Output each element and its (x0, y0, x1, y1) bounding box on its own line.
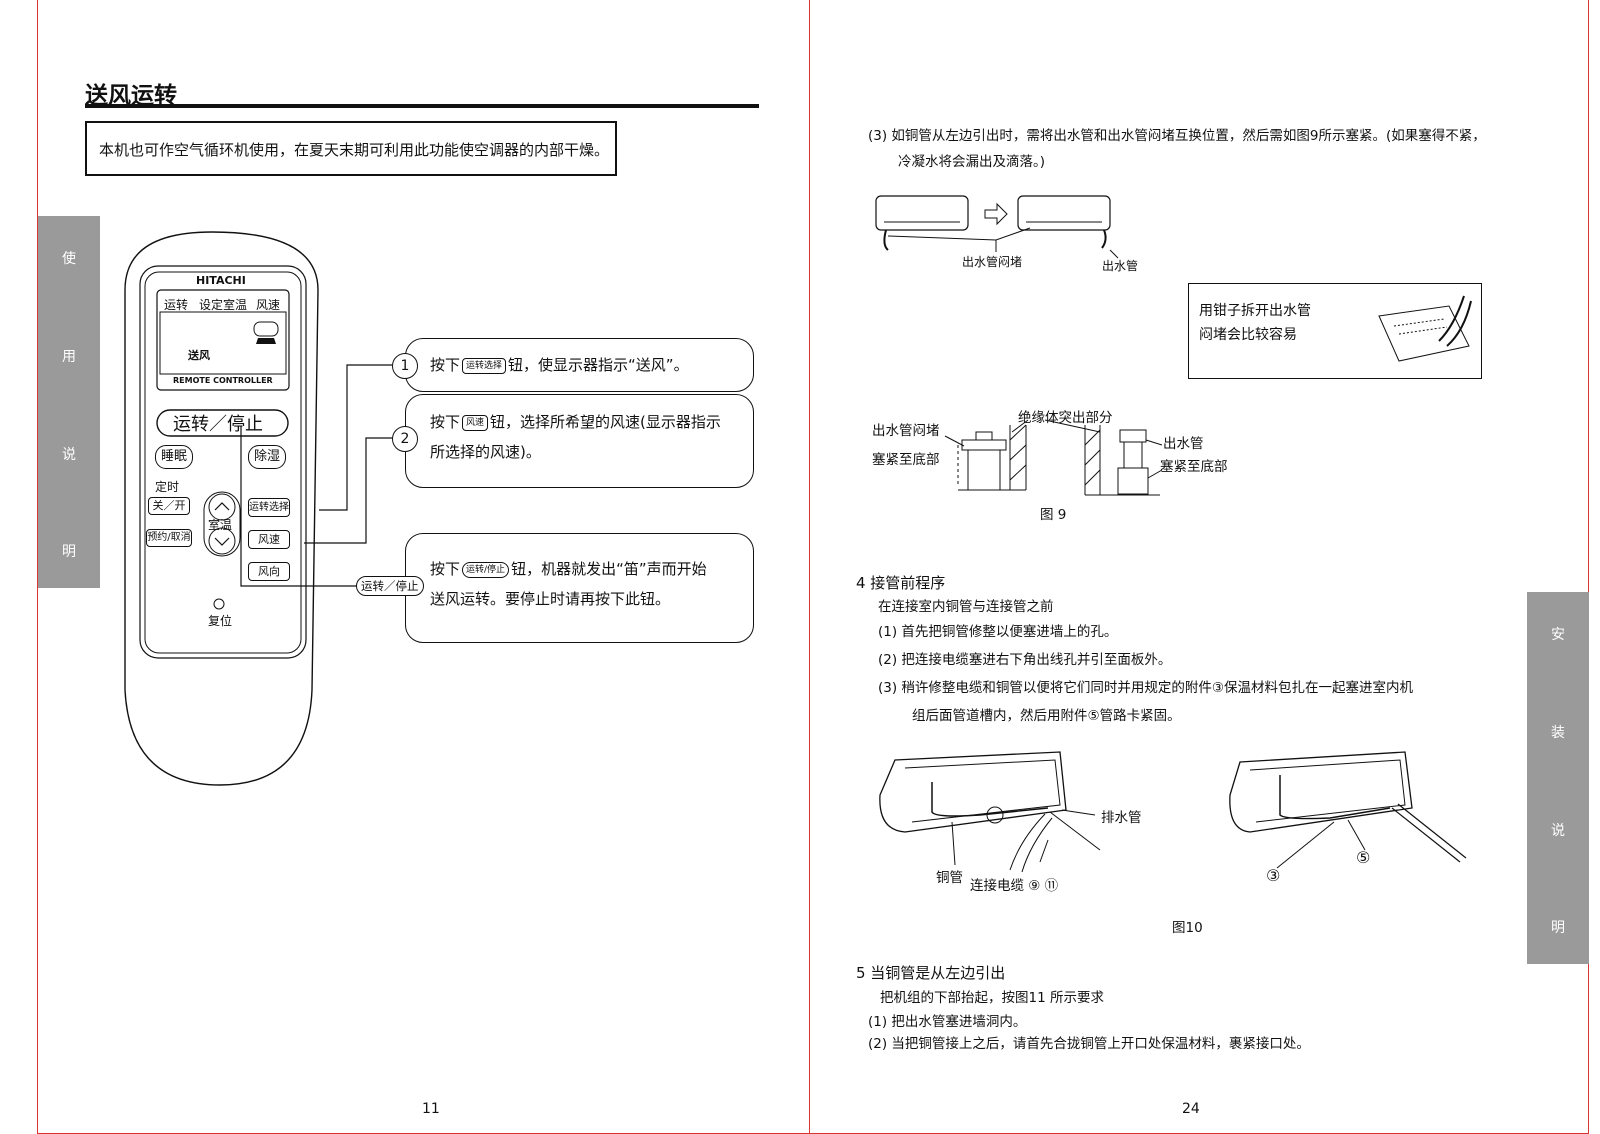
step-3-pre: 按下 (430, 560, 461, 578)
remote-fan-speed-button[interactable]: 风速 (248, 530, 290, 549)
step-1-pre: 按下 (430, 356, 461, 374)
side-tab-char: 使 (62, 251, 76, 267)
side-tab-char: 说 (62, 447, 76, 463)
remote-fan-direction-button[interactable]: 风向 (248, 562, 290, 581)
step-2-line2: 所选择的风速)。 (430, 443, 541, 461)
section4-item: (1) 首先把铜管修整以便塞进墙上的孔。 (878, 624, 1118, 640)
side-tab-char: 明 (1551, 920, 1565, 936)
fig10-five-label: ⑤ (1356, 848, 1371, 867)
fig10-caption: 图10 (1172, 920, 1203, 936)
side-tab-usage: 使 用 说 明 (38, 216, 100, 588)
step-3-post: 钮，机器就发出“笛”声而开始 (511, 560, 707, 578)
section4-item: (2) 把连接电缆塞进右下角出线孔并引至面板外。 (878, 652, 1172, 668)
step-2-number: 2 (392, 426, 418, 452)
title-rule (85, 104, 759, 108)
remote-dehumid-button[interactable]: 除湿 (248, 445, 286, 469)
side-tab-install: 安 装 说 明 (1527, 592, 1589, 964)
tip-line1: 用钳子拆开出水管 (1199, 303, 1311, 319)
remote-display-label-temp: 设定室温 (199, 298, 248, 312)
remote-power-button[interactable]: 运转／停止 (173, 414, 263, 435)
step-2-pre: 按下 (430, 413, 461, 431)
fig10-copper-label: 铜管 (936, 870, 963, 886)
tip-line2: 闷堵会比较容易 (1199, 327, 1297, 343)
remote-sleep-button[interactable]: 睡眠 (155, 445, 193, 469)
remote-on-off-button[interactable]: 关／开 (148, 497, 190, 515)
side-tab-char: 说 (1551, 823, 1565, 839)
remote-mode-select-button[interactable]: 运转选择 (248, 498, 290, 517)
step-1-key: 运转选择 (462, 357, 507, 374)
section5-item: (1) 把出水管塞进墙洞内。 (868, 1014, 1027, 1030)
section5-item: (2) 当把铜管接上之后，请首先合拢铜管上开口处保温材料，裹紧接口处。 (868, 1036, 1310, 1052)
side-tab-char: 用 (62, 349, 76, 365)
section5-heading: 5 当铜管是从左边引出 (856, 964, 1006, 982)
item3-line2: 冷凝水将会漏出及滴落。) (898, 154, 1046, 170)
fig-top-drain-label: 出水管 (1102, 259, 1139, 273)
remote-display-label-fan: 风速 (256, 298, 281, 312)
intro-box: 本机也可作空气循环机使用，在夏天末期可利用此功能使空调器的内部干燥。 (85, 121, 617, 176)
step-3-key: 运转/停止 (462, 561, 510, 578)
right-page-number: 24 (1182, 1101, 1200, 1117)
step-2-callout: 按下风速钮，选择所希望的风速(显示器指示 所选择的风速)。 (405, 394, 754, 488)
remote-display-label-run: 运转 (164, 298, 189, 312)
remote-brand: HITACHI (196, 274, 246, 287)
remote-reserve-button[interactable]: 预约/取消 (146, 529, 192, 547)
left-page-number: 11 (422, 1101, 440, 1117)
remote-timer-label: 定时 (155, 480, 180, 494)
step-3-line2: 送风运转。要停止时请再按下此钮。 (430, 590, 671, 608)
fig10-drain-pipe-label: 排水管 (1101, 810, 1142, 826)
section4-item: (3) 稍许修整电缆和铜管以便将它们同时并用规定的附件③保温材料包扎在一起塞进室… (878, 680, 1414, 696)
fig9-caption: 图 9 (1040, 507, 1067, 523)
remote-room-temp-label: 室温 (208, 518, 233, 532)
fig10-cable-label: 连接电缆 ⑨ ⑪ (970, 878, 1059, 894)
fig9-insulation-label: 绝缘体突出部分 (1018, 410, 1113, 426)
pliers-illustration (1378, 295, 1472, 362)
fig10-three-label: ③ (1266, 866, 1281, 885)
fig9-drain-label: 出水管 (1163, 436, 1204, 452)
step-2-post: 钮，选择所希望的风速(显示器指示 (490, 413, 721, 431)
remote-display-caption: REMOTE CONTROLLER (173, 376, 273, 385)
section4-heading: 4 接管前程序 (856, 574, 946, 592)
item3-line1: (3) 如铜管从左边引出时，需将出水管和出水管闷堵互换位置，然后需如图9所示塞紧… (868, 128, 1486, 144)
side-tab-char: 明 (62, 544, 76, 560)
section5-sub: 把机组的下部抬起，按图11 所示要求 (880, 990, 1104, 1006)
step-1-post: 钮，使显示器指示“送风”。 (508, 356, 689, 374)
side-tab-char: 装 (1551, 725, 1565, 741)
step-3-callout: 按下运转/停止钮，机器就发出“笛”声而开始 送风运转。要停止时请再按下此钮。 (405, 533, 754, 643)
fig-top-plug-label: 出水管闷堵 (962, 255, 1023, 269)
remote-reset-label: 复位 (208, 614, 233, 628)
step-2-key: 风速 (462, 414, 489, 431)
remote-display-mode: 送风 (188, 349, 210, 362)
section4-item3-line2: 组后面管道槽内，然后用附件⑤管路卡紧固。 (912, 708, 1181, 724)
fig9-push-left-label: 塞紧至底部 (872, 452, 940, 468)
step-3-number: 运转／停止 (356, 576, 424, 596)
fig9-push-right-label: 塞紧至底部 (1160, 459, 1228, 475)
step-1-number: 1 (392, 353, 418, 379)
section4-sub: 在连接室内铜管与连接管之前 (878, 599, 1054, 615)
tip-box: 用钳子拆开出水管 闷堵会比较容易 (1188, 283, 1482, 379)
fig9-plug-label: 出水管闷堵 (872, 423, 940, 439)
side-tab-char: 安 (1551, 627, 1565, 643)
